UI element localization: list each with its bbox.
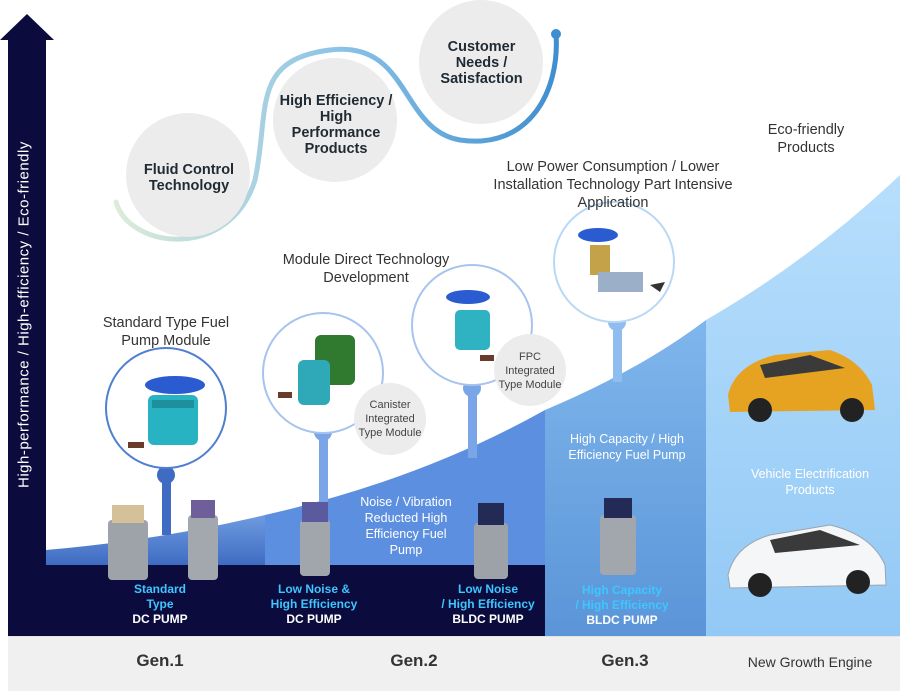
noise-vibration-label: Noise / Vibration Reducted High Efficien… — [360, 495, 452, 557]
pump-label-3: Low Noise / High Efficiency BLDC PUMP — [432, 582, 544, 627]
pump-4-line1: High Capacity — [581, 583, 662, 597]
bubble-high-efficiency — [273, 58, 397, 182]
standard-module-label: Standard Type Fuel Pump Module — [102, 315, 230, 349]
white-car-image — [727, 524, 887, 597]
product-circle-low-power — [553, 201, 675, 323]
bubble-fpc — [494, 334, 566, 406]
pump-label-2: Low Noise & High Efficiency DC PUMP — [258, 582, 370, 627]
pump-1-line1: Standard — [133, 582, 186, 596]
pump-4-line3: BLDC PUMP — [586, 613, 658, 627]
pump-3-line2: / High Efficiency — [441, 597, 535, 611]
pump-image-2 — [300, 502, 330, 576]
pump-4-line2: / High Efficiency — [575, 598, 669, 612]
pump-3-line1: Low Noise — [457, 582, 518, 596]
gen1-label: Gen.1 — [136, 651, 184, 670]
low-power-label: Low Power Consumption / Lower Installati… — [493, 159, 733, 211]
high-efficiency-label: High Efficiency / High Performance Produ… — [279, 93, 393, 157]
pump-3-line3: BLDC PUMP — [452, 612, 524, 626]
bubble-fluid-control — [126, 113, 250, 237]
canister-module-image — [278, 335, 355, 405]
module-direct-label: Module Direct Technology Development — [282, 252, 450, 286]
pump-image-1 — [108, 500, 218, 580]
eco-friendly-label: Eco-friendly Products — [767, 122, 845, 156]
pump-1-line2: Type — [146, 597, 174, 611]
fpc-label: FPC Integrated Type Module — [498, 351, 562, 391]
customer-needs-label: Customer Needs / Satisfaction — [440, 39, 523, 87]
bubble-customer-needs — [419, 0, 543, 124]
vehicle-electrification-label: Vehicle Electrification Products — [750, 467, 870, 497]
pump-label-1: Standard Type DC PUMP — [110, 582, 210, 627]
gen3-area — [545, 320, 706, 636]
bubble-canister — [354, 383, 426, 455]
pump-label-4: High Capacity / High Efficiency BLDC PUM… — [566, 583, 678, 628]
y-axis-arrow-icon — [0, 14, 54, 40]
generation-bar — [8, 636, 900, 691]
pump-image-4 — [600, 498, 636, 575]
gen2-label: Gen.2 — [390, 651, 438, 670]
pump-2-line3: DC PUMP — [286, 612, 342, 626]
gen3-label: Gen.3 — [601, 651, 649, 670]
y-axis-title: High-performance / High-efficiency / Eco… — [15, 141, 33, 489]
pump-image-3 — [474, 503, 508, 579]
high-capacity-label: High Capacity / High Efficiency Fuel Pum… — [568, 432, 686, 462]
y-axis-bar — [8, 36, 46, 636]
low-power-module-image — [578, 228, 665, 292]
pump-2-line2: High Efficiency — [270, 597, 358, 611]
pump-2-line1: Low Noise & — [277, 582, 350, 596]
canister-label: Canister Integrated Type Module — [358, 399, 422, 439]
pump-1-line3: DC PUMP — [132, 612, 188, 626]
gen1-area — [46, 515, 265, 565]
fpc-module-image — [446, 290, 494, 361]
gold-car-image — [728, 350, 875, 422]
standard-module-image — [128, 376, 205, 448]
new-growth-label: New Growth Engine — [747, 654, 873, 670]
fluid-control-label: Fluid Control Technology — [143, 162, 235, 194]
